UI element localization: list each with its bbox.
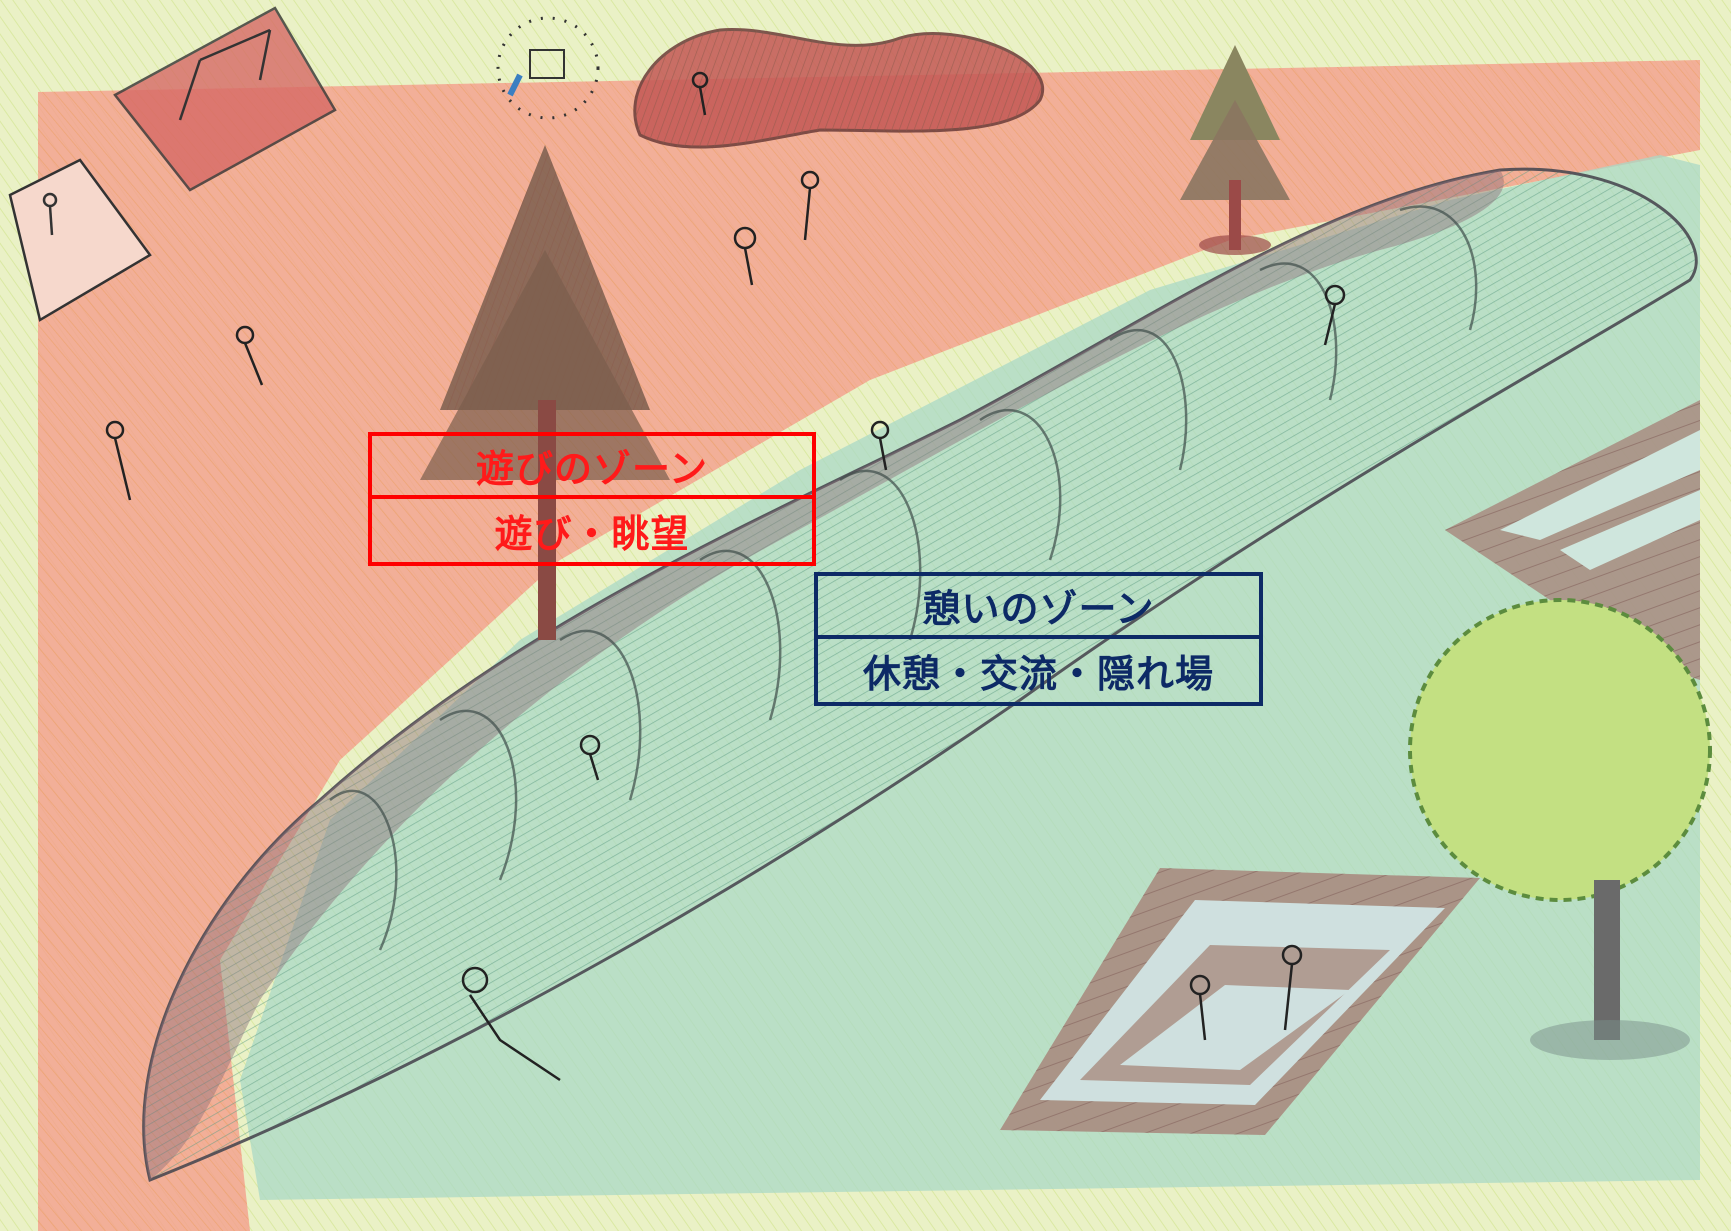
rest-zone-subtitle: 休憩・交流・隠れ場 bbox=[862, 652, 1214, 696]
wooden-deck bbox=[1445, 400, 1700, 680]
play-zone-title: 遊びのゾーン bbox=[372, 436, 812, 499]
play-zone-label: 遊びのゾーン 遊び・眺望 bbox=[368, 432, 816, 566]
sandbox bbox=[8, 158, 152, 322]
stick-figures bbox=[105, 71, 1346, 1082]
rest-zone-title: 憩いのゾーン bbox=[818, 576, 1259, 639]
swing-structure bbox=[113, 6, 337, 192]
rest-zone-label: 憩いのゾーン 休憩・交流・隠れ場 bbox=[814, 572, 1263, 706]
play-zone-subtitle: 遊び・眺望 bbox=[494, 512, 690, 556]
round-tree bbox=[1408, 598, 1712, 1060]
pine-tree-small bbox=[1180, 45, 1290, 255]
sunken-pit bbox=[1000, 868, 1480, 1135]
fountain bbox=[496, 16, 600, 120]
mound bbox=[142, 167, 1698, 1183]
pine-tree-large bbox=[420, 145, 670, 640]
